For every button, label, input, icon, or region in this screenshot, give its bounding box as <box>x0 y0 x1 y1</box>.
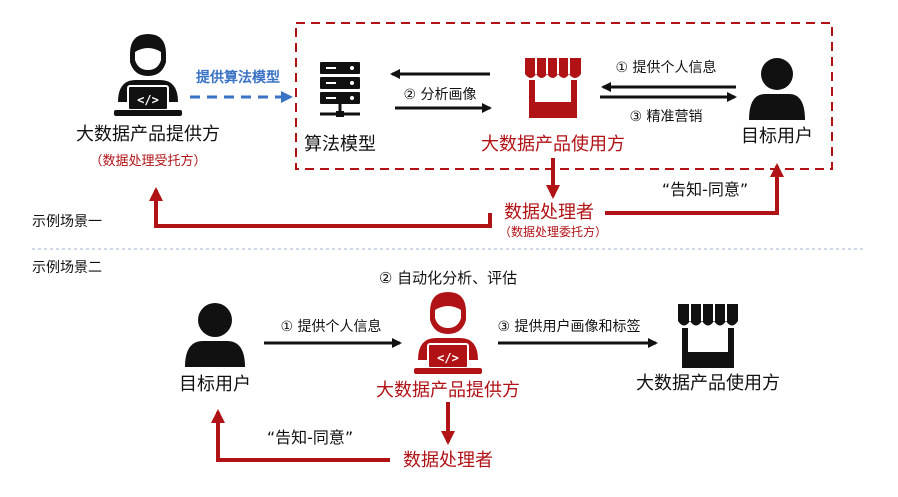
s2-scenario-label: 示例场景二 <box>32 260 102 276</box>
svg-text:</>: </> <box>137 93 159 107</box>
target-user-person-icon <box>749 58 805 120</box>
s1-provide-info-label: ① 提供个人信息 <box>615 59 716 76</box>
s1-target-user-label: 目标用户 <box>741 126 813 147</box>
s1-red-arrow-to-user <box>605 163 784 215</box>
s1-scenario-label: 示例场景一 <box>32 214 102 230</box>
s2-shop-icon <box>678 304 738 368</box>
s1-provider-sub: （数据处理受托方） <box>89 153 206 169</box>
s2-provide-profile-label: ③ 提供用户画像和标签 <box>497 318 640 335</box>
svg-text:</>: </> <box>437 351 459 365</box>
s2-provide-info-label: ① 提供个人信息 <box>280 318 381 335</box>
s2-auto-analysis-label: ② 自动化分析、评估 <box>379 269 517 287</box>
shop-icon-red <box>525 58 581 118</box>
s1-red-arrow-to-provider <box>149 187 492 228</box>
s1-profile-label: ② 分析画像 <box>403 87 476 103</box>
s2-target-user-label: 目标用户 <box>179 374 251 395</box>
s1-algo-link-label: 提供算法模型 <box>196 69 280 86</box>
s2-developer-person-icon-red: </> <box>414 292 482 374</box>
s1-user-party-label: 大数据产品使用方 <box>481 134 625 155</box>
developer-person-icon: </> <box>114 34 182 116</box>
s2-provider-label: 大数据产品提供方 <box>376 380 520 401</box>
s1-processor-name: 数据处理者 <box>504 202 594 223</box>
s2-user-party-label: 大数据产品使用方 <box>636 373 780 394</box>
s1-processor-sub: （数据处理委托方） <box>499 224 607 239</box>
s2-target-user-person-icon <box>185 303 245 367</box>
s1-precision-marketing-label: ③ 精准营销 <box>629 109 702 125</box>
s1-provider-name: 大数据产品提供方 <box>76 124 220 145</box>
s1-algo-model-label: 算法模型 <box>304 134 376 155</box>
server-icon <box>320 62 360 117</box>
scenario1-dashed-box <box>295 22 833 170</box>
s1-consent-label: “告知-同意” <box>662 180 748 199</box>
s2-red-arrow-to-user <box>211 409 390 462</box>
s2-processor-label: 数据处理者 <box>403 450 493 471</box>
s2-consent-label: “告知-同意” <box>267 428 353 447</box>
